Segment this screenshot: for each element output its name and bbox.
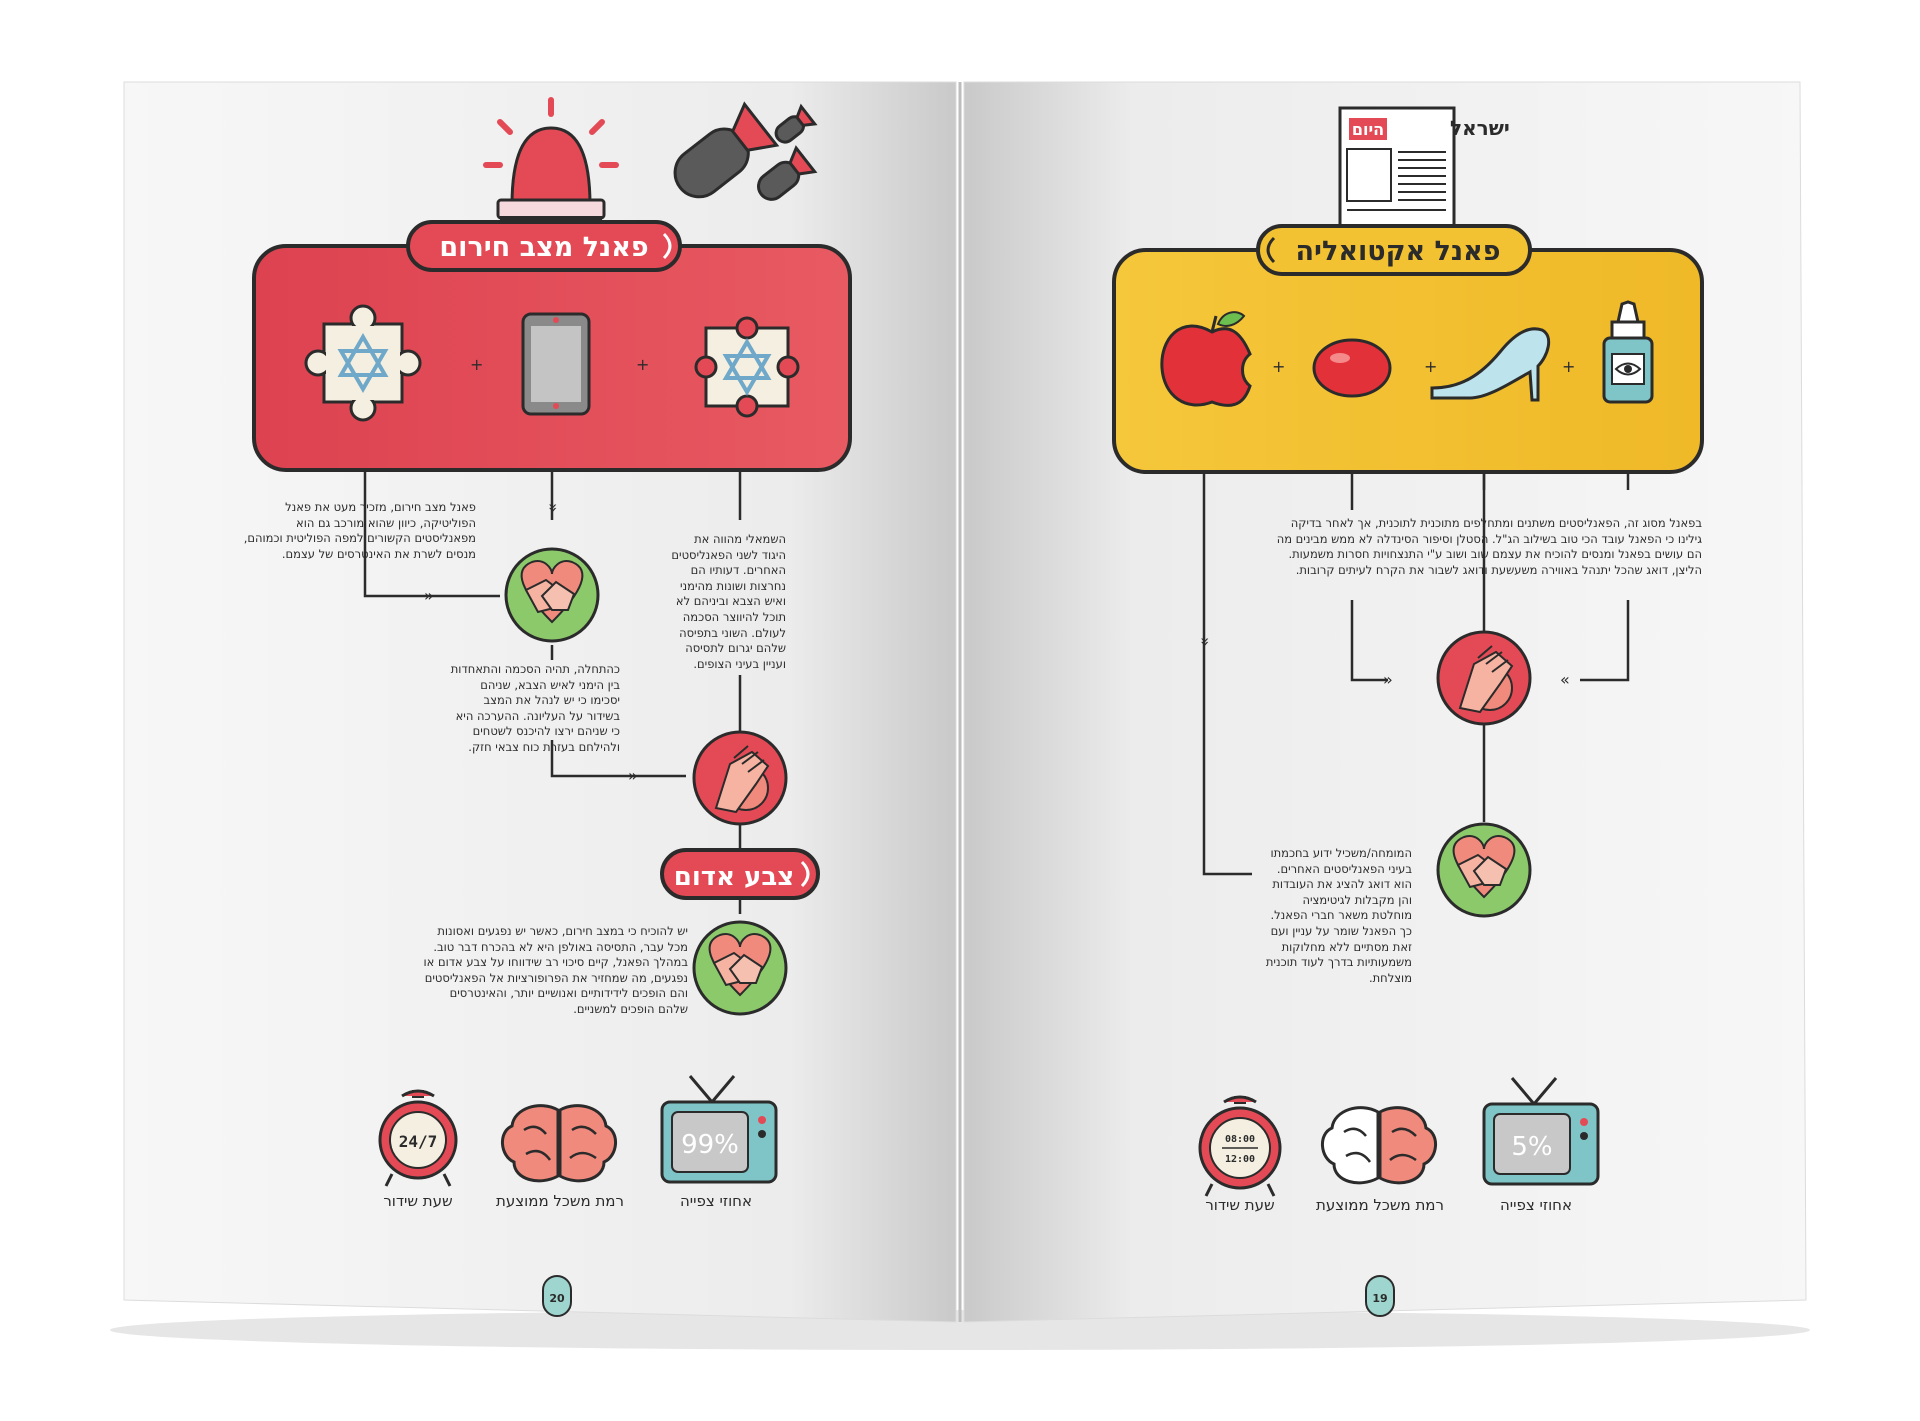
- page-number-tab: [1365, 1275, 1395, 1317]
- pill-arc-icon: [1266, 236, 1276, 264]
- left-panelist-text: השמאלי מהווה את היגוד לשני הפאנליסטים הא…: [671, 532, 786, 671]
- viewers-percent-value: 5%: [1511, 1132, 1552, 1162]
- expert-panelist-text: המומחה/משכיל ידוע בחכמתו בעיני הפאנליסטי…: [1265, 846, 1412, 985]
- bombs-icon: [673, 101, 818, 201]
- newspaper-name: ישראל: [1450, 116, 1510, 140]
- plus-sign: +: [1272, 357, 1285, 376]
- red-alert-title: צבע אדום: [674, 862, 794, 892]
- red-alert-title-pill: [660, 848, 820, 900]
- agreement-text: כהתחלה, תהיה הסכמה והתאחדות בין הימני לא…: [450, 662, 620, 754]
- siren-icon: [483, 97, 619, 222]
- apple-icon: [1160, 311, 1252, 407]
- avg-iq-label: רמת משכל ממוצעת: [1316, 1196, 1444, 1214]
- current-affairs-title-pill: [1256, 224, 1532, 276]
- tv-icon: [1482, 1077, 1600, 1186]
- chevron-left-icon: «: [1560, 670, 1570, 689]
- clown-nose-highlight: [1330, 353, 1350, 363]
- brain-icon: [1321, 1106, 1437, 1185]
- current-affairs-intro-text: בפאנל מסוג זה, הפאנליסטים משתנים ומתחלפי…: [1276, 516, 1702, 577]
- page-number-tab: [542, 1275, 572, 1317]
- broadcast-hours-label: שעת שידור: [1205, 1196, 1274, 1214]
- red-alert-text: יש להוכיח כי במצב חירום, כאשר יש נפגעים …: [423, 924, 688, 1016]
- pill-arc-icon: [662, 232, 672, 260]
- book-shadow: [110, 1310, 1810, 1350]
- plus-sign: +: [1562, 357, 1575, 376]
- chevron-right-icon: »: [628, 766, 638, 785]
- chevron-right-icon: »: [1383, 670, 1393, 689]
- puzzle-star-right-icon: [694, 316, 800, 418]
- newspaper-logo-red: [1349, 118, 1387, 140]
- emergency-panel-title-pill: [406, 220, 682, 272]
- clown-nose-icon: [1312, 338, 1392, 398]
- pill-arc-icon: [800, 860, 810, 888]
- chevron-right-icon: »: [424, 586, 434, 605]
- alarm-clock-icon: [1198, 1095, 1282, 1197]
- viewers-percent-label: אחוזי צפייה: [680, 1192, 752, 1210]
- tv-icon: [660, 1075, 778, 1184]
- broadcast-hours-start: 08:00: [1225, 1134, 1255, 1145]
- puzzle-star-icon: [304, 304, 422, 422]
- viewers-percent-value: 99%: [681, 1130, 739, 1160]
- newspaper-name-red: היום: [1352, 120, 1384, 139]
- plus-sign: +: [1424, 357, 1437, 376]
- phone-icon: [521, 312, 591, 416]
- broadcast-hours-value: 24/7: [399, 1132, 438, 1151]
- avg-iq-label: רמת משכל ממוצעת: [496, 1192, 624, 1210]
- alarm-clock-icon: [378, 1089, 458, 1187]
- chevron-down-icon: »: [544, 503, 563, 513]
- emergency-panel-title: פאנל מצב חירום: [439, 232, 648, 263]
- broadcast-hours-label: שעת שידור: [383, 1192, 452, 1210]
- page-number: 20: [549, 1292, 565, 1305]
- brain-icon: [501, 1104, 617, 1183]
- right-flow-lines: [1202, 474, 1630, 876]
- chevron-down-icon: »: [1196, 637, 1215, 647]
- emergency-intro-text: פאנל מצב חירום, מזכיר מעט את פאנל הפוליט…: [243, 500, 476, 561]
- glass-slipper-icon: [1430, 327, 1551, 402]
- broadcast-hours-end: 12:00: [1225, 1154, 1255, 1165]
- viewers-percent-label: אחוזי צפייה: [1500, 1196, 1572, 1214]
- eye-drops-bottle-icon: [1602, 300, 1654, 404]
- plus-sign: +: [636, 355, 649, 374]
- left-flow-lines: [363, 472, 742, 914]
- page-number: 19: [1372, 1292, 1387, 1305]
- plus-sign: +: [470, 355, 483, 374]
- current-affairs-title: פאנל אקטואליה: [1295, 236, 1500, 267]
